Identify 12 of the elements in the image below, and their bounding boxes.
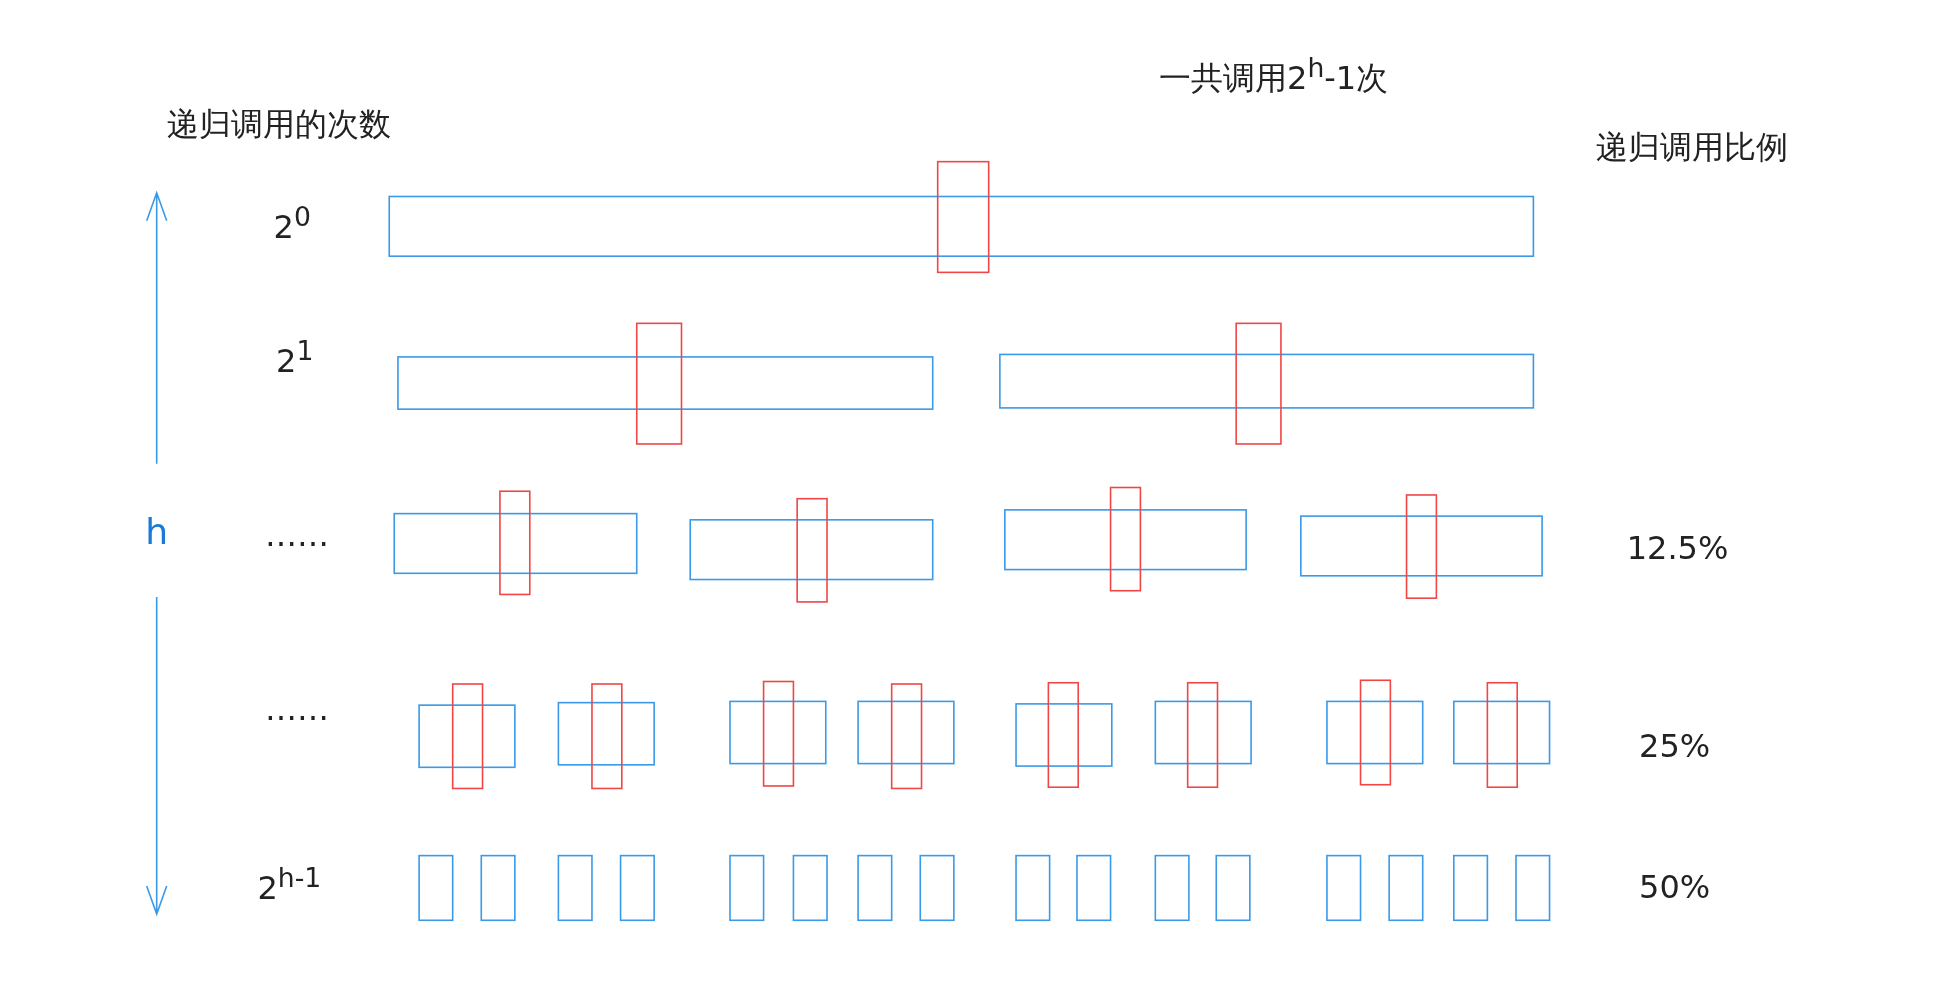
- percentage-label: 50%: [1639, 867, 1711, 906]
- level-label: 2$^{0}$: [273, 201, 311, 247]
- level-label: 2$^{1}$: [276, 335, 314, 381]
- axis-heading: 递归调用比例: [1595, 127, 1788, 166]
- percentage-label: 12.5%: [1626, 529, 1729, 568]
- ellipsis-label: ……: [264, 515, 329, 554]
- total-calls-label: 一共调用2$^{h}$-1次: [1159, 52, 1389, 98]
- percentage-label: 25%: [1639, 727, 1711, 766]
- height-label: h: [145, 510, 169, 554]
- ellipsis-label: ……: [264, 689, 329, 729]
- axis-heading: 递归调用的次数: [166, 105, 391, 144]
- level-label: 2$^{h-1}$: [257, 862, 322, 908]
